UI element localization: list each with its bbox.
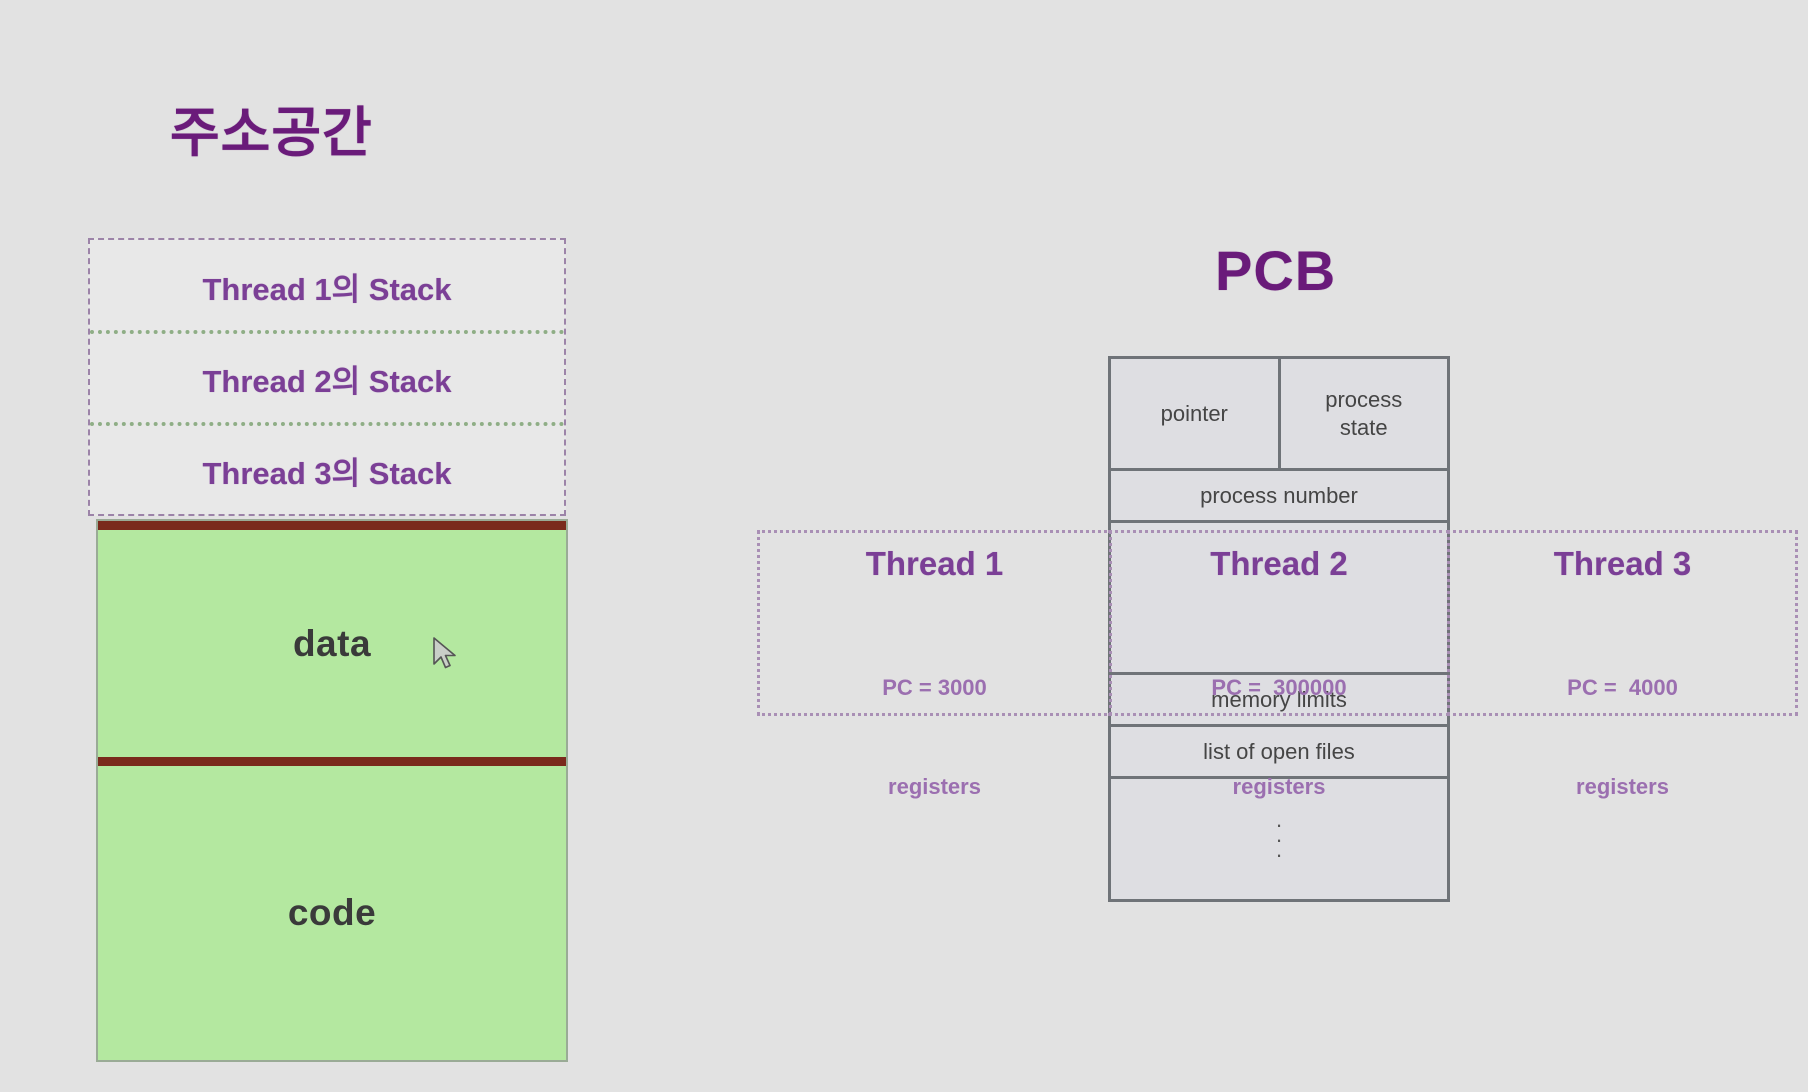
pcb-row-list-of-open-files: list of open files — [1111, 727, 1447, 779]
memory-segment-data: data — [98, 521, 566, 766]
stack-row-thread-3: Thread 3의 Stack — [90, 422, 564, 516]
thread-3-registers: registers — [1576, 774, 1669, 799]
thread-1-details: PC = 3000 registers — [882, 605, 987, 869]
thread-box-2: Thread 2 PC = 300000 registers — [1108, 530, 1450, 799]
memory-segment-data-label: data — [292, 622, 372, 664]
pcb-row-memory-limits: memory limits — [1111, 675, 1447, 727]
stack-row-thread-1: Thread 1의 Stack — [90, 240, 564, 332]
thread-1-pc: PC = 3000 — [882, 675, 987, 700]
pcb-title: PCB — [1215, 239, 1337, 302]
pcb-row-pointer-state: pointer process state — [1111, 359, 1447, 471]
thread-2-pc: PC = 300000 — [1211, 675, 1347, 700]
pcb-row-process-number: process number — [1111, 471, 1447, 523]
stack-label-thread-2: Thread 2의 Stack — [202, 363, 452, 399]
pcb-row-thread-context — [1111, 523, 1447, 675]
thread-2-title: Thread 2 — [1210, 545, 1348, 582]
memory-block: data code — [96, 519, 568, 1062]
thread-box-2-top-edge — [1108, 530, 1450, 533]
thread-3-pc: PC = 4000 — [1567, 675, 1678, 700]
memory-segment-code-label: code — [287, 892, 377, 933]
thread-1-registers: registers — [888, 774, 981, 799]
address-space-title: 주소공간 — [170, 103, 373, 163]
thread-2-details: PC = 300000 registers — [1211, 605, 1346, 869]
pcb-cell-process-state-line2: state — [1339, 414, 1388, 440]
thread-2-registers: registers — [1232, 774, 1326, 799]
thread-box-2-bottom-edge — [1108, 713, 1450, 716]
stack-label-thread-3: Thread 3의 Stack — [202, 455, 452, 491]
thread-box-3: Thread 3 PC = 4000 registers — [1447, 530, 1798, 799]
pcb-cell-process-state-line1: process — [1325, 387, 1403, 412]
thread-stack-region: Thread 1의 Stack Thread 2의 Stack Thread 3… — [88, 238, 566, 516]
thread-3-title: Thread 3 — [1553, 545, 1692, 582]
thread-1-title: Thread 1 — [865, 545, 1004, 582]
thread-box-1: Thread 1 PC = 3000 registers — [757, 530, 1112, 799]
memory-segment-code: code — [98, 766, 566, 1060]
pcb-cell-pointer: pointer — [1111, 359, 1281, 468]
stack-label-thread-1: Thread 1의 Stack — [202, 271, 452, 307]
stack-row-thread-2: Thread 2의 Stack — [90, 330, 564, 424]
pcb-cell-process-state: process state — [1281, 359, 1448, 468]
thread-3-details: PC = 4000 registers — [1567, 605, 1678, 869]
pcb-row-ellipsis: ··· — [1111, 779, 1447, 899]
vertical-ellipsis-icon: ··· — [1275, 811, 1283, 867]
